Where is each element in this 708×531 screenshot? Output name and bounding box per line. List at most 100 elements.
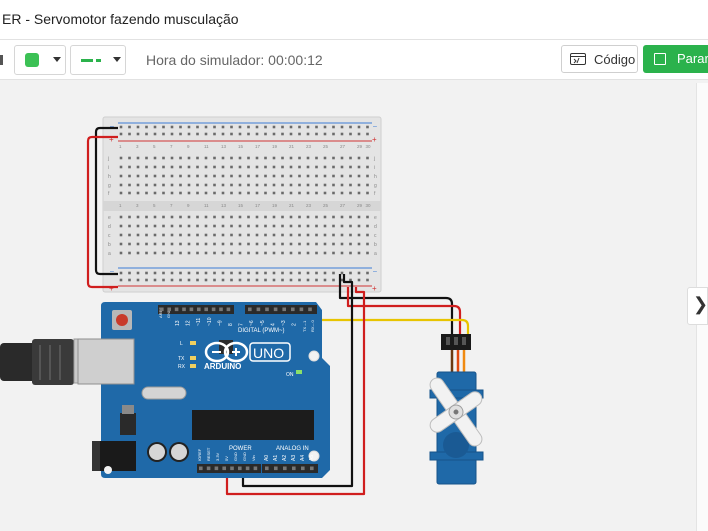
analog-pin-label: A4 <box>300 455 306 461</box>
power-pin-label: IOREF <box>197 448 202 461</box>
column-number: 29 <box>357 203 363 208</box>
column-number: 11 <box>204 203 209 208</box>
column-number: 7 <box>170 203 173 208</box>
column-number: 7 <box>170 144 173 149</box>
svg-text:–: – <box>110 268 114 275</box>
panel-toggle-button[interactable]: ❯ <box>687 287 708 325</box>
simulator-time: Hora do simulador: 00:00:12 <box>146 52 323 68</box>
project-title: ER - Servomotor fazendo musculação <box>2 11 239 27</box>
fill-color-picker[interactable] <box>14 45 66 75</box>
servo-horn <box>429 377 483 447</box>
wire-gnd-from-arduino <box>241 274 354 488</box>
row-letter: b <box>108 242 111 248</box>
column-number: 9 <box>187 144 190 149</box>
column-number: 13 <box>221 144 227 149</box>
power-pin-label: GND <box>233 452 238 461</box>
column-number: 23 <box>306 203 312 208</box>
svg-text:+: + <box>109 284 114 293</box>
tx-led-label: TX <box>178 356 185 362</box>
title-bar: ER - Servomotor fazendo musculação <box>0 0 708 40</box>
column-number: 11 <box>204 144 209 149</box>
wire-style-picker[interactable] <box>70 45 126 75</box>
analog-pin-label: A3 <box>291 455 297 461</box>
row-letter: e <box>374 215 377 221</box>
row-letter: d <box>374 224 377 230</box>
digital-pin-label: ~6 <box>249 320 255 326</box>
digital-pin-label: 2 <box>292 323 298 326</box>
chevron-down-icon <box>53 57 61 62</box>
wire-vcc-to-servo <box>346 287 462 334</box>
column-number: 21 <box>289 203 295 208</box>
code-window-icon <box>570 53 586 65</box>
row-letter: i <box>374 165 375 171</box>
rx-led-label: RX <box>178 364 186 370</box>
column-number: 23 <box>306 144 312 149</box>
row-letter: a <box>108 251 111 257</box>
stop-simulation-button[interactable]: Parar s <box>643 45 708 73</box>
power-label: POWER <box>229 446 252 452</box>
row-letter: c <box>374 233 377 239</box>
digital-pin-label: 4 <box>270 323 276 326</box>
power-pin-label: 5V <box>224 456 229 461</box>
row-letter: g <box>108 183 111 189</box>
stop-square-icon <box>654 53 666 65</box>
column-number: 15 <box>238 144 244 149</box>
column-number: 30 <box>366 203 372 208</box>
wire-line-icon <box>81 59 101 62</box>
digital-pin-label: ~9 <box>217 320 223 326</box>
column-number: 9 <box>187 203 190 208</box>
servo-motor[interactable] <box>408 334 503 485</box>
svg-text:+: + <box>372 135 377 144</box>
analog-pin-label: A2 <box>282 455 288 461</box>
header-pin-label: GND <box>166 309 171 318</box>
column-number: 3 <box>136 144 139 149</box>
analog-pin-label: A1 <box>273 455 279 461</box>
uno-label: UNO <box>253 345 284 361</box>
code-button[interactable]: Código <box>561 45 638 73</box>
arduino-uno[interactable]: UNO ARDUINO DIGITAL (PWM~) POWER ANALOG … <box>77 302 330 478</box>
chevron-down-icon <box>113 57 121 62</box>
stop-simulation-label: Parar s <box>677 51 708 66</box>
digital-pin-label: 12 <box>186 320 192 326</box>
column-number: 21 <box>289 144 295 149</box>
digital-label: DIGITAL (PWM~) <box>238 328 285 334</box>
wire-5v-from-arduino <box>225 287 366 496</box>
column-number: 19 <box>272 144 278 149</box>
digital-pin-label: ~3 <box>281 320 287 326</box>
row-letter: h <box>108 174 111 180</box>
header-holes <box>160 307 314 471</box>
column-number: 25 <box>323 144 329 149</box>
row-letter: i <box>108 165 109 171</box>
column-number: 13 <box>221 203 227 208</box>
power-pin-label: GND <box>242 452 247 461</box>
column-number: 17 <box>255 144 261 149</box>
code-button-label: Código <box>594 52 636 67</box>
power-pin-label: 3.3V <box>215 452 220 461</box>
column-number: 3 <box>136 203 139 208</box>
digital-pin-label: 7 <box>239 323 245 326</box>
column-number: 17 <box>255 203 261 208</box>
toolbar-edge-control[interactable] <box>0 53 4 67</box>
column-number: 27 <box>340 144 346 149</box>
digital-pin-label: 13 <box>175 320 181 326</box>
column-number: 1 <box>119 144 122 149</box>
wire-gnd-to-servo <box>338 274 454 334</box>
row-letter: f <box>108 191 110 197</box>
digital-pin-label: 8 <box>228 323 234 326</box>
column-number: 29 <box>357 144 363 149</box>
wire-vcc-rail-left <box>86 135 118 289</box>
column-number: 19 <box>272 203 278 208</box>
wires[interactable] <box>86 126 470 496</box>
column-number: 1 <box>119 203 122 208</box>
row-letter: h <box>374 174 377 180</box>
svg-text:–: – <box>373 123 377 130</box>
svg-text:+: + <box>109 135 114 144</box>
on-led-label: ON <box>286 372 294 378</box>
row-letter: f <box>374 191 376 197</box>
row-letter: b <box>374 242 377 248</box>
